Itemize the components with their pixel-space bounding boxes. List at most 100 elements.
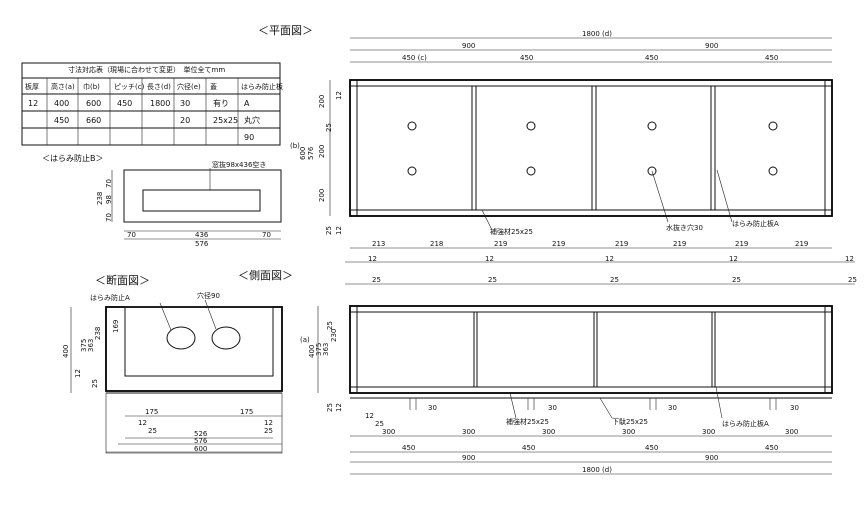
dim-576-plan: 576 xyxy=(307,146,315,160)
dim-238-sec: 238 xyxy=(94,327,102,340)
spec-cell: 90 xyxy=(244,133,254,142)
dim-450-plan-2: 450 xyxy=(520,54,533,62)
spec-header-cell: 高さ(a) xyxy=(51,82,75,91)
spec-cell: 1800 xyxy=(150,99,170,108)
plan-drain-note: 水抜き穴30 xyxy=(666,223,703,232)
dim-12-r2: 12 xyxy=(485,255,494,263)
dim-363-sec: 363 xyxy=(87,339,95,352)
side-baffle-note: はらみ防止板A xyxy=(722,419,769,428)
dim-219-plan-5: 219 xyxy=(735,240,748,248)
dim-200-plan-mid: 200 xyxy=(318,145,326,158)
dim-12-sec-left: 12 xyxy=(138,419,147,427)
dim-25-r1: 25 xyxy=(372,276,381,284)
dim-25-r3: 25 xyxy=(610,276,619,284)
spec-header-cell: 蓋 xyxy=(210,82,217,91)
dim-600-sec: 600 xyxy=(194,445,207,453)
dim-25-r5: 25 xyxy=(848,276,857,284)
spec-cell: 600 xyxy=(86,99,101,108)
dim-300-s3: 300 xyxy=(542,428,555,436)
dim-12-side-bot: 12 xyxy=(335,403,343,412)
side-stiffener-note: 補強材25x25 xyxy=(506,417,549,426)
side-view: 400 375 363 230 (a) 25 25 12 30 30 30 30… xyxy=(300,305,833,475)
dim-25-sec: 25 xyxy=(91,379,99,388)
spec-cell: 12 xyxy=(28,99,38,108)
dim-300-s1: 300 xyxy=(382,428,395,436)
dim-375-side: 375 xyxy=(315,343,323,356)
section-baffle-note: はらみ防止A xyxy=(90,293,130,302)
dim-200-plan-top: 200 xyxy=(318,95,326,108)
dim-219-plan-2: 219 xyxy=(552,240,565,248)
spec-caption: 寸法対応表（現場に合わせて変更） 単位全てmm xyxy=(68,65,225,74)
dim-219-plan-3: 219 xyxy=(615,240,628,248)
dim-300-s5: 300 xyxy=(702,428,715,436)
dim-219-plan-6: 219 xyxy=(795,240,808,248)
dim-12-sec-right: 12 xyxy=(264,419,273,427)
dim-12-side-l: 12 xyxy=(365,412,374,420)
dim-219-plan-4: 219 xyxy=(673,240,686,248)
dim-12-r5: 12 xyxy=(845,255,854,263)
dim-12-r3: 12 xyxy=(605,255,614,263)
dim-230-side: 230 xyxy=(330,329,338,342)
spec-cell: 450 xyxy=(54,116,69,125)
section-view: はらみ防止A 穴径90 400 375 363 238 169 12 25 17… xyxy=(62,291,283,454)
spec-cell: 25x25 xyxy=(213,116,238,125)
dim-175-sec-right: 175 xyxy=(240,408,253,416)
dim-213-plan: 213 xyxy=(372,240,385,248)
spec-cell: 660 xyxy=(86,116,101,125)
dim-70-b-left: 70 xyxy=(127,231,136,239)
dim-300-s2: 300 xyxy=(462,428,475,436)
dim-450-s3: 450 xyxy=(645,444,658,452)
dim-450-s2: 450 xyxy=(522,444,535,452)
window-note: 窓抜98x436空き xyxy=(212,160,266,169)
dim-576-sec: 576 xyxy=(194,437,208,445)
dim-900-plan-left: 900 xyxy=(462,42,475,50)
spec-cell: 450 xyxy=(117,99,132,108)
section-view-title: ＜断面図＞ xyxy=(95,273,150,287)
spec-header-cell: 穴径(e) xyxy=(177,82,201,91)
dim-30-side-2: 30 xyxy=(548,404,557,412)
dim-436-b: 436 xyxy=(195,231,209,239)
dim-12-r4: 12 xyxy=(729,255,738,263)
dim-98-b: 98 xyxy=(105,195,113,204)
spec-table: 寸法対応表（現場に合わせて変更） 単位全てmm 板厚高さ(a)巾(b)ピッチ(c… xyxy=(21,62,283,146)
dim-900-s-left: 900 xyxy=(462,454,475,462)
dim-25-side-l: 25 xyxy=(375,420,384,428)
dim-30-side-3: 30 xyxy=(668,404,677,412)
dim-30-side-1: 30 xyxy=(428,404,437,412)
dim-25-r2: 25 xyxy=(488,276,497,284)
dim-b-plan: (b) xyxy=(290,142,300,150)
spec-header-cell: 巾(b) xyxy=(83,82,100,91)
spec-cell: 30 xyxy=(180,99,190,108)
dim-450-s1: 450 xyxy=(402,444,415,452)
dim-576-b: 576 xyxy=(195,240,209,248)
dim-25-sec-left: 25 xyxy=(148,427,157,435)
dim-25-plan: 25 xyxy=(325,123,333,132)
dim-450c-plan: 450 (c) xyxy=(402,54,427,62)
dim-12-plan: 12 xyxy=(335,91,343,100)
dim-300-s6: 300 xyxy=(785,428,798,436)
dim-218-plan: 218 xyxy=(430,240,443,248)
dim-25-side-bot: 25 xyxy=(326,403,334,412)
dim-200-plan-bot: 200 xyxy=(318,189,326,202)
spec-header-cell: 板厚 xyxy=(25,82,39,91)
dim-400-sec: 400 xyxy=(62,345,70,358)
spec-cell: 400 xyxy=(54,99,69,108)
dim-1800-plan: 1800 (d) xyxy=(582,30,612,38)
spec-cell: 20 xyxy=(180,116,190,125)
baffle-b-title: ＜はらみ防止B＞ xyxy=(42,153,104,163)
plan-view-title: ＜平面図＞ xyxy=(258,24,313,37)
dim-600-plan: 600 xyxy=(299,147,307,160)
dim-400-side: 400 xyxy=(308,345,316,358)
dim-526-sec: 526 xyxy=(194,430,208,438)
dim-363-side: 363 xyxy=(322,343,330,356)
dim-900-plan-right: 900 xyxy=(705,42,718,50)
spec-header-cell: 長さ(d) xyxy=(147,83,171,91)
dim-70-b-bot: 70 xyxy=(105,213,113,222)
dim-238-b: 238 xyxy=(96,192,104,205)
dim-12-plan-low: 12 xyxy=(335,226,343,235)
section-hole-note: 穴径90 xyxy=(197,291,220,300)
dim-169-sec: 169 xyxy=(112,320,120,333)
dim-25-plan-low: 25 xyxy=(325,226,333,235)
spec-cell: A xyxy=(244,99,250,108)
